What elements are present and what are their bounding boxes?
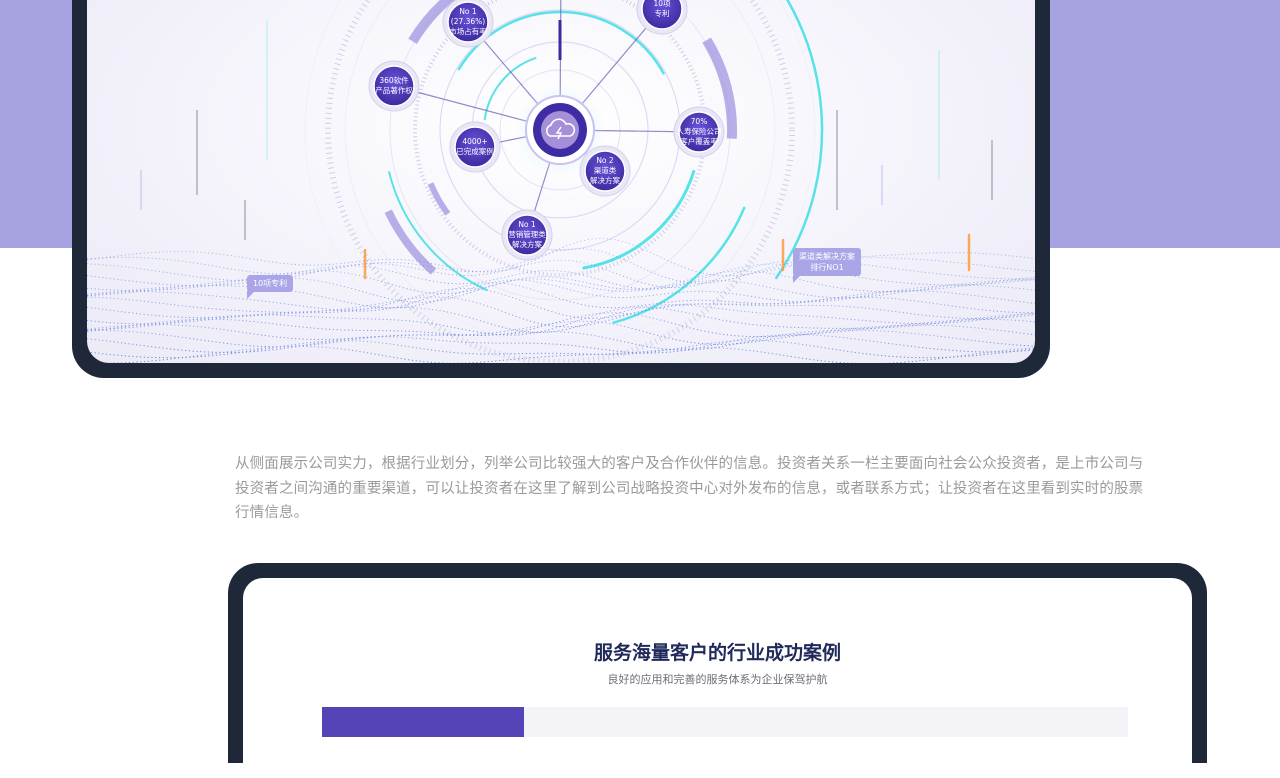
particle-wave [87, 237, 1035, 277]
purple-arc [427, 182, 451, 216]
capability-node-text: 市场占有率 [449, 27, 487, 36]
capability-node [584, 150, 626, 192]
company-strength-description: 从侧面展示公司实力，根据行业划分，列举公司比较强大的客户及合作伙伴的信息。投资者… [235, 456, 1144, 521]
cyan-arc [388, 171, 488, 292]
capability-node-label: 70%人寿保险公司客户覆盖率 [669, 117, 729, 147]
tick-ring [325, 0, 795, 363]
capability-node-text: 解决方案 [590, 176, 620, 185]
purple-arc [702, 37, 737, 139]
cyan-arc [774, 0, 824, 280]
particle-wave [87, 345, 1035, 363]
particle-wave [87, 320, 1035, 345]
particle-wave [87, 247, 1035, 284]
particle-wave [87, 306, 1035, 336]
particle-wave [87, 282, 1035, 312]
particle-wave [87, 339, 1035, 359]
purple-arc [384, 209, 437, 275]
industry-tab-2[interactable] [524, 707, 726, 737]
particle-wave [87, 296, 1035, 328]
capability-node-text: 70% [690, 117, 708, 126]
section-title: 服务海量客户的行业成功案例 [593, 642, 841, 664]
capability-node-text: 专利 [654, 9, 670, 18]
channel-rank-tag: 渠道类解决方案 排行NO1 [793, 248, 861, 283]
particle-wave [87, 287, 1035, 319]
industry-tabs [322, 707, 1128, 737]
patents-tag: 10项专利 [247, 275, 294, 299]
capability-node-text: No 1 [459, 7, 477, 16]
capability-node-text: 客户覆盖率 [680, 137, 718, 146]
capability-node-label: 10项专利 [632, 0, 692, 19]
cloud-lightning-icon [546, 118, 576, 140]
capability-node [454, 126, 496, 168]
patents-tag-label: 10项专利 [253, 279, 288, 288]
success-cases-screen: 服务海量客户的行业成功案例 良好的应用和完善的服务体系为企业保驾护航 [243, 578, 1192, 778]
channel-rank-tag-line2: 排行NO1 [810, 263, 844, 272]
industry-tab-3[interactable] [725, 707, 927, 737]
purple-arc [408, 0, 456, 44]
channel-rank-tag-line1: 渠道类解决方案 [799, 252, 855, 261]
particle-wave [87, 279, 1035, 309]
capability-node [678, 111, 720, 153]
particle-wave [87, 312, 1035, 338]
capability-node-text: 10项 [653, 0, 671, 8]
capability-node-label: 360软件产品著作权 [364, 76, 424, 96]
capability-node-text: 人寿保险公司 [676, 127, 722, 136]
capability-node-text: No 1 [518, 220, 536, 229]
center-hub-inner [541, 111, 579, 149]
capability-node-text: 产品著作权 [375, 86, 413, 95]
capability-node-text: 4000+ [462, 137, 488, 146]
particle-wave [87, 270, 1035, 295]
capability-node [506, 214, 548, 256]
particle-wave [87, 329, 1035, 351]
bottom-device-frame: 服务海量客户的行业成功案例 良好的应用和完善的服务体系为企业保驾护航 [228, 563, 1207, 778]
capability-diagram [87, 0, 1035, 363]
particle-wave [87, 303, 1035, 334]
capability-node [641, 0, 683, 30]
industry-tab-1[interactable] [322, 707, 524, 737]
particle-wave [87, 259, 1035, 289]
capability-diagram-screen: 研发人员No 1(27.36%)市场占有率10项专利360软件产品著作权70%人… [87, 0, 1035, 363]
capability-node-text: 渠道类 [593, 166, 617, 175]
capability-node-text: 解决方案 [512, 240, 542, 249]
cyan-arc [582, 169, 696, 270]
capability-node-text: (27.36%) [450, 17, 486, 26]
orbit-ring [304, 0, 816, 363]
capability-node [373, 65, 415, 107]
section-subtitle: 良好的应用和完善的服务体系为企业保驾护航 [607, 673, 828, 686]
capability-node-text: 营销管理类 [508, 230, 546, 239]
capability-node-text: No 2 [596, 156, 614, 165]
capability-node [447, 1, 489, 43]
industry-tab-4[interactable] [927, 707, 1129, 737]
capability-node-text: 360软件 [379, 76, 409, 85]
particle-wave [87, 263, 1035, 290]
cyan-arc [612, 206, 746, 324]
capability-node-label: 4000+已完成案例 [445, 137, 505, 157]
top-device-frame: 研发人员No 1(27.36%)市场占有率10项专利360软件产品著作权70%人… [72, 0, 1050, 378]
capability-node-text: 已完成案例 [456, 147, 494, 156]
capability-node-label: No 1(27.36%)市场占有率 [438, 7, 498, 37]
particle-wave [87, 333, 1035, 354]
